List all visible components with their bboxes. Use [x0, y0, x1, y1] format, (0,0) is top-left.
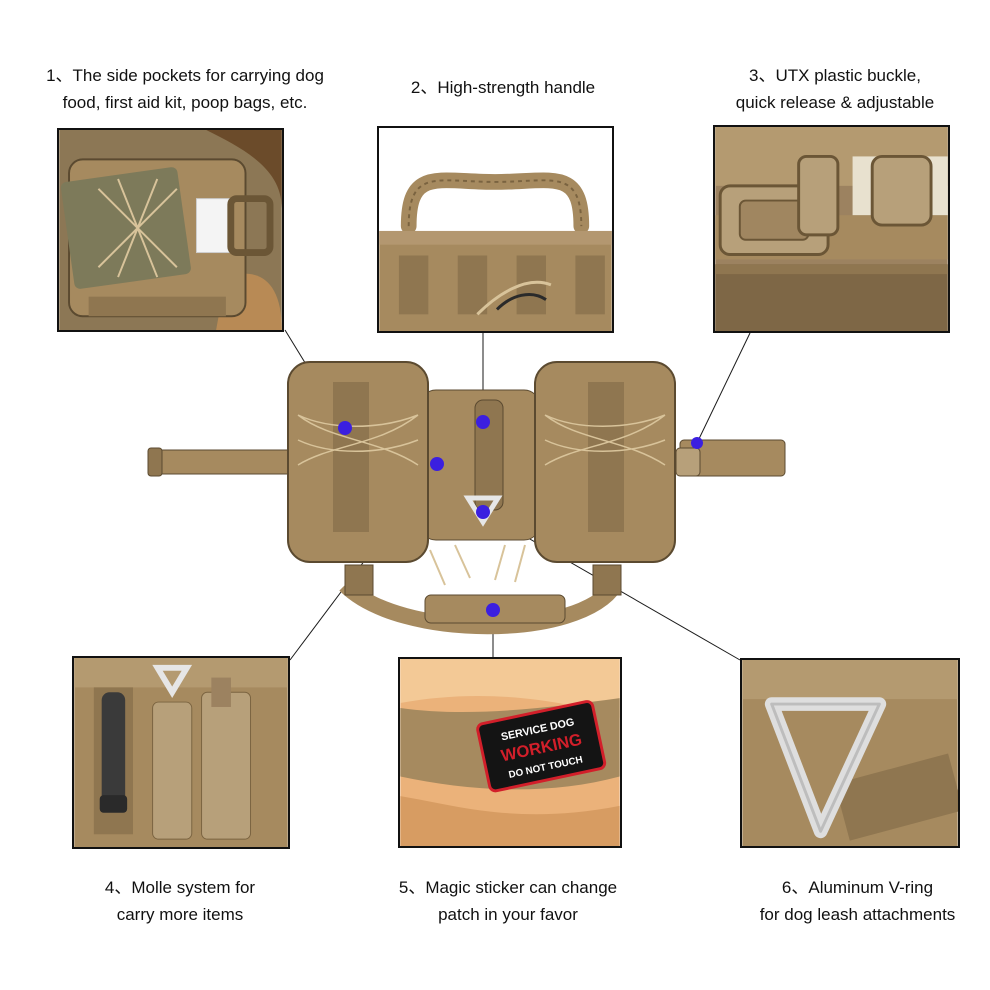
- photo-buckle: [713, 125, 950, 333]
- right-strap: [679, 439, 786, 477]
- right-pocket: [534, 361, 676, 563]
- buckle-illustration: [715, 127, 948, 331]
- caption-magic-sticker-line1: 5、Magic sticker can change: [398, 878, 618, 897]
- caption-molle-line1: 4、Molle system for: [104, 878, 256, 897]
- marker-magic-sticker: [486, 603, 500, 617]
- caption-handle-line1: 2、High-strength handle: [410, 78, 596, 97]
- caption-molle: 4、Molle system for carry more items: [70, 874, 290, 928]
- left-strap: [154, 449, 296, 475]
- handle-illustration: [379, 128, 612, 331]
- caption-magic-sticker: 5、Magic sticker can change patch in your…: [368, 874, 648, 928]
- marker-handle: [476, 415, 490, 429]
- photo-molle: [72, 656, 290, 849]
- caption-buckle: 3、UTX plastic buckle, quick release & ad…: [700, 62, 970, 116]
- v-ring-illustration: [742, 660, 958, 846]
- marker-molle: [430, 457, 444, 471]
- connector-side-pockets: [284, 329, 346, 429]
- left-strap-buckle: [147, 447, 163, 477]
- marker-side-pockets: [338, 421, 352, 435]
- caption-side-pockets: 1、The side pockets for carrying dog food…: [10, 62, 360, 116]
- connector-buckle: [696, 332, 751, 444]
- right-pocket-velcro: [588, 382, 624, 532]
- caption-side-pockets-line1: 1、The side pockets for carrying dog: [46, 66, 324, 85]
- caption-buckle-line2: quick release & adjustable: [735, 93, 935, 112]
- marker-buckle: [691, 437, 703, 449]
- left-pocket: [287, 361, 429, 563]
- left-pocket-velcro: [333, 382, 369, 532]
- caption-molle-line2: carry more items: [116, 905, 244, 924]
- caption-buckle-line1: 3、UTX plastic buckle,: [749, 66, 921, 85]
- photo-magic-sticker: SERVICE DOG WORKING DO NOT TOUCH: [398, 657, 622, 848]
- photo-v-ring: [740, 658, 960, 848]
- caption-v-ring-line1: 6、Aluminum V-ring: [781, 878, 934, 897]
- connector-molle: [289, 463, 438, 661]
- center-v-ring: [463, 495, 503, 527]
- marker-dots: [338, 415, 703, 617]
- connector-lines: [284, 329, 751, 661]
- side-pocket-illustration: [59, 130, 282, 330]
- molle-illustration: [74, 658, 288, 847]
- caption-v-ring-line2: for dog leash attachments: [759, 905, 956, 924]
- caption-handle: 2、High-strength handle: [378, 74, 628, 101]
- caption-v-ring: 6、Aluminum V-ring for dog leash attachme…: [735, 874, 980, 928]
- photo-side-pockets: [57, 128, 284, 332]
- center-panel: [419, 389, 541, 541]
- harness: [147, 361, 786, 635]
- patch-illustration: SERVICE DOG WORKING DO NOT TOUCH: [400, 659, 620, 846]
- photo-handle: [377, 126, 614, 333]
- caption-magic-sticker-line2: patch in your favor: [438, 905, 578, 924]
- center-handle: [474, 399, 504, 511]
- connector-v-ring: [482, 511, 741, 661]
- marker-v-ring: [476, 505, 490, 519]
- chest-pad: [424, 594, 566, 624]
- right-strap-buckle: [675, 447, 701, 477]
- caption-side-pockets-line2: food, first aid kit, poop bags, etc.: [62, 93, 308, 112]
